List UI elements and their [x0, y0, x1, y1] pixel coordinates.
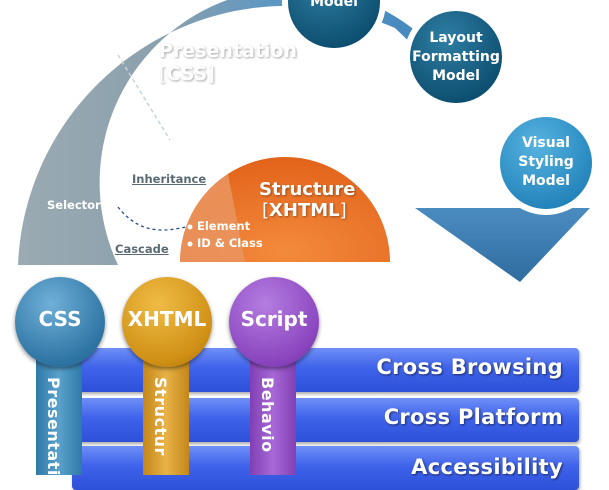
layout-model-line3: Model — [432, 68, 480, 84]
css-ball-label: CSS — [38, 307, 82, 331]
model-ball-top — [282, 0, 386, 54]
structure-inner-panel — [180, 174, 245, 262]
script-pillar-label: Behavio — [258, 377, 277, 453]
visual-model-text: Visual Styling Model — [496, 134, 596, 191]
element-label: Element — [197, 219, 251, 233]
id-class-label: ID & Class — [197, 236, 263, 250]
accessibility-label: Accessibility — [411, 455, 563, 479]
layout-model-line2: Formatting — [412, 49, 500, 65]
diagram-svg — [18, 0, 598, 282]
visual-model-line3: Model — [522, 173, 570, 189]
model-top-line: Model — [310, 0, 358, 10]
model-ball-visual — [494, 111, 598, 215]
script-ball: Script — [229, 277, 319, 367]
selector-dot — [113, 202, 119, 208]
structure-title: Structure — [259, 179, 356, 200]
xhtml-ball-label: XHTML — [127, 307, 207, 331]
css-pillar-label: Presentati — [44, 377, 63, 476]
visual-model-line2: Styling — [518, 154, 574, 170]
web-standards-diagram: Presentation [CSS] Structure [XHTML] Sel… — [15, 0, 598, 490]
idclass-dot — [187, 241, 193, 247]
xhtml-pillar-label: Structur — [151, 377, 170, 456]
presentation-bracket-close: ] — [207, 63, 215, 85]
cross-platform-label: Cross Platform — [383, 405, 563, 429]
structure-bracket-open: [ — [262, 200, 270, 221]
structure-xhtml-label: XHTML — [269, 200, 340, 221]
model-ball-layout — [404, 5, 508, 109]
xhtml-ball: XHTML — [122, 277, 212, 367]
presentation-subtitle: [CSS] — [159, 63, 215, 85]
layout-model-line1: Layout — [429, 30, 483, 46]
visual-model-line1: Visual — [522, 135, 570, 151]
structure-bracket-close: ] — [339, 200, 347, 221]
script-ball-label: Script — [240, 307, 308, 331]
css-ball: CSS — [15, 277, 105, 367]
structure-subtitle: [XHTML] — [262, 200, 347, 221]
cascade-label: Cascade — [115, 242, 169, 256]
inheritance-label: Inheritance — [132, 172, 207, 186]
presentation-bracket-open: [ — [159, 63, 167, 85]
model-top-text: Model — [289, 0, 379, 12]
presentation-css-label: CSS — [166, 63, 208, 85]
selector-connector — [117, 206, 191, 231]
cross-browsing-label: Cross Browsing — [376, 355, 563, 379]
selector-label: Selector — [47, 198, 101, 212]
arrow-head — [415, 208, 590, 282]
presentation-arc — [18, 0, 470, 265]
element-dot — [187, 224, 193, 230]
presentation-title: Presentation — [159, 40, 297, 62]
layout-model-text: Layout Formatting Model — [406, 29, 506, 86]
arc-divider — [117, 54, 171, 141]
